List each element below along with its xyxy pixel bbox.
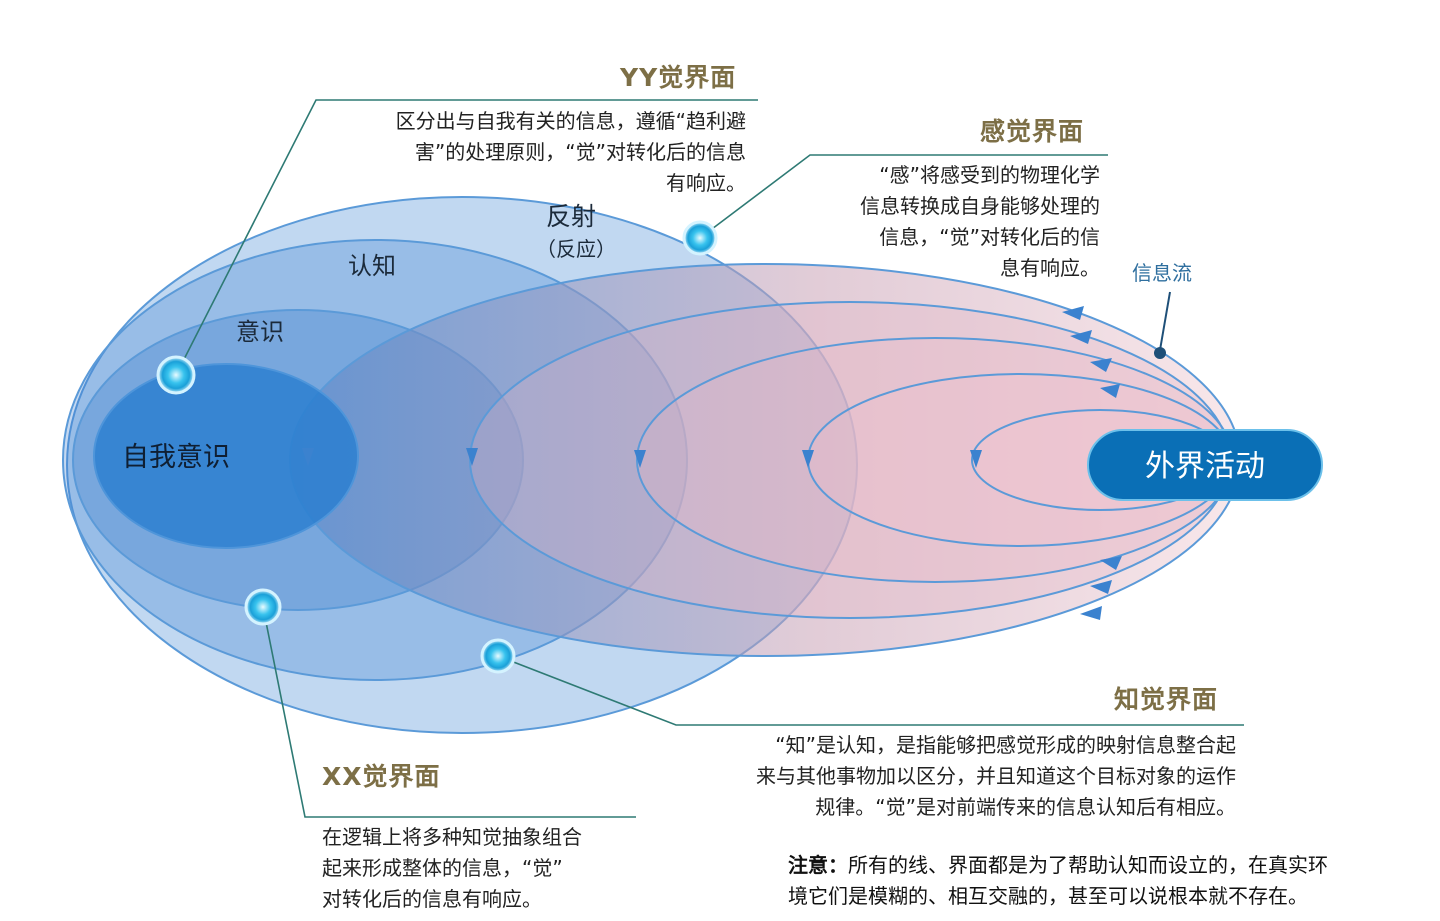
perception-desc-line: 规律。“觉”是对前端传来的信息认知后有相应。 xyxy=(815,795,1236,819)
yy-interface-desc: 区分出与自我有关的信息，遵循“趋利避 害”的处理原则，“觉”对转化后的信息 有响… xyxy=(316,106,746,199)
note-label: 注意： xyxy=(788,853,848,877)
perception-desc-line: “知”是认知，是指能够把感觉形成的映射信息整合起 xyxy=(775,733,1236,757)
yy-desc-line: 区分出与自我有关的信息，遵循“趋利避 xyxy=(395,109,746,133)
sense-desc-line: 信息转换成自身能够处理的 xyxy=(860,194,1100,218)
perception-desc-line: 来与其他事物加以区分，并且知道这个目标对象的运作 xyxy=(756,764,1236,788)
xx-desc-line: 在逻辑上将多种知觉抽象组合 xyxy=(322,825,582,849)
note-block: 注意：所有的线、界面都是为了帮助认知而设立的，在真实环 境它们是模糊的、相互交融… xyxy=(788,850,1428,912)
flow-arrowheads xyxy=(302,448,982,468)
sense-desc-line: “感”将感受到的物理化学 xyxy=(879,163,1100,187)
info-flow-label: 信息流 xyxy=(1132,261,1192,285)
yy-desc-line: 害”的处理原则，“觉”对转化后的信息 xyxy=(414,140,746,164)
sense-interface-dot xyxy=(682,220,718,256)
reflex-sub-label: （反应） xyxy=(536,237,616,261)
note-line-2: 境它们是模糊的、相互交融的，甚至可以说根本就不存在。 xyxy=(788,884,1308,908)
reflex-label: 反射 xyxy=(546,202,596,231)
yy-interface-title: YY觉界面 xyxy=(620,63,737,92)
note-text-1: 所有的线、界面都是为了帮助认知而设立的，在真实环 xyxy=(848,853,1328,877)
external-activity-label: 外界活动 xyxy=(1145,449,1265,484)
xx-interface-title: XX觉界面 xyxy=(322,762,441,791)
perception-interface-title: 知觉界面 xyxy=(1114,685,1219,714)
external-activity-pill xyxy=(1087,429,1323,501)
yy-interface-dot xyxy=(156,355,196,395)
info-flow-pointer xyxy=(1159,291,1171,351)
leader-lines xyxy=(175,99,1244,818)
yy-desc-line: 有响应。 xyxy=(666,171,746,195)
sense-desc-line: 息有响应。 xyxy=(1000,256,1100,280)
perception-interface-desc: “知”是认知，是指能够把感觉形成的映射信息整合起 来与其他事物加以区分，并且知道… xyxy=(676,730,1236,823)
xx-interface-dot xyxy=(244,588,282,626)
info-flow-dot xyxy=(1154,347,1166,359)
cognition-label: 认知 xyxy=(348,252,396,280)
sense-desc-line: 信息，“觉”对转化后的信 xyxy=(879,225,1100,249)
sense-interface-title: 感觉界面 xyxy=(980,117,1085,146)
xx-desc-line: 起来形成整体的信息，“觉” xyxy=(322,856,563,880)
note-line-1: 注意：所有的线、界面都是为了帮助认知而设立的，在真实环 xyxy=(788,850,1428,881)
xx-interface-desc: 在逻辑上将多种知觉抽象组合 起来形成整体的信息，“觉” 对转化后的信息有响应。 xyxy=(322,822,632,915)
xx-desc-line: 对转化后的信息有响应。 xyxy=(322,887,542,911)
self-ellipse xyxy=(93,363,359,549)
flow-arrowheads-right xyxy=(1062,306,1122,620)
perception-interface-dot xyxy=(480,638,516,674)
interface-dots xyxy=(156,220,718,674)
consciousness-label: 意识 xyxy=(236,318,284,346)
self-label: 自我意识 xyxy=(122,442,230,473)
sense-interface-desc: “感”将感受到的物理化学 信息转换成自身能够处理的 信息，“觉”对转化后的信 息… xyxy=(810,160,1100,284)
